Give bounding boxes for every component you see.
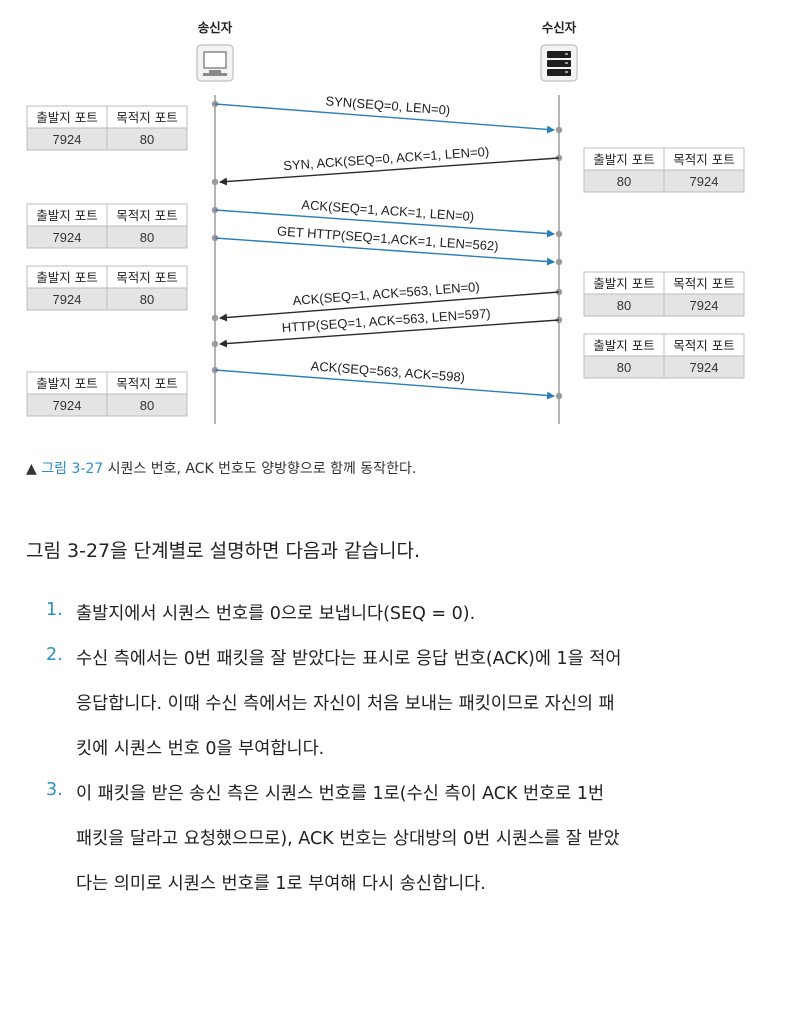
- destination-port-header: 목적지 포트: [116, 110, 177, 125]
- source-port-header: 출발지 포트: [593, 152, 654, 167]
- message-arrow: [214, 369, 555, 400]
- step-text-line: 킷에 시퀀스 번호 0을 부여합니다.: [76, 739, 325, 759]
- message-arrow: [214, 103, 555, 134]
- destination-port-header: 목적지 포트: [116, 376, 177, 391]
- message-end-dot: [555, 126, 563, 134]
- message-arrow: [214, 237, 555, 266]
- destination-port-header: 목적지 포트: [673, 338, 734, 353]
- source-port-value: 80: [617, 360, 631, 375]
- message-group: SYN(SEQ=0, LEN=0)SYN, ACK(SEQ=0, ACK=1, …: [211, 93, 563, 400]
- figure-number: 그림 3-27: [41, 461, 104, 477]
- computer-icon: [196, 44, 234, 82]
- port-table: 출발지 포트 목적지 포트 80 7924: [583, 271, 745, 317]
- message-end-dot: [211, 314, 219, 322]
- message-label: ACK(SEQ=1, ACK=1, LEN=0): [301, 197, 475, 224]
- step-number: 3.: [46, 780, 63, 800]
- source-port-value: 80: [617, 298, 631, 313]
- port-table: 출발지 포트 목적지 포트 7924 80: [26, 265, 188, 311]
- tcp-sequence-diagram: 송신자 수신자 SYN(SEQ=0, LEN=0)SYN, ACK(SEQ=0,…: [26, 20, 745, 424]
- message-label: SYN, ACK(SEQ=0, ACK=1, LEN=0): [283, 144, 490, 173]
- step-text-line: 다는 의미로 시퀀스 번호를 1로 부여해 다시 송신합니다.: [76, 874, 486, 894]
- destination-port-value: 80: [140, 292, 154, 307]
- message-end-dot: [555, 258, 563, 266]
- destination-port-header: 목적지 포트: [116, 270, 177, 285]
- message-arrow: [219, 319, 560, 348]
- destination-port-header: 목적지 포트: [673, 276, 734, 291]
- step-text-line: 수신 측에서는 0번 패킷을 잘 받았다는 표시로 응답 번호(ACK)에 1을…: [76, 649, 622, 669]
- destination-port-value: 7924: [690, 360, 719, 375]
- destination-port-value: 80: [140, 230, 154, 245]
- source-port-header: 출발지 포트: [593, 276, 654, 291]
- message-end-dot: [555, 230, 563, 238]
- port-table: 출발지 포트 목적지 포트 80 7924: [583, 333, 745, 379]
- source-port-value: 7924: [53, 230, 82, 245]
- port-table: 출발지 포트 목적지 포트 7924 80: [26, 203, 188, 249]
- source-port-value: 7924: [53, 132, 82, 147]
- step-text-line: 이 패킷을 받은 송신 측은 시퀀스 번호를 1로(수신 측이 ACK 번호로 …: [76, 784, 605, 804]
- message-end-dot: [555, 392, 563, 400]
- message-label: ACK(SEQ=1, ACK=563, LEN=0): [292, 279, 480, 308]
- message-arrow: [214, 209, 555, 238]
- message-arrow: [219, 157, 560, 186]
- port-table: 출발지 포트 목적지 포트 80 7924: [583, 147, 745, 193]
- source-port-header: 출발지 포트: [36, 110, 97, 125]
- message-label: ACK(SEQ=563, ACK=598): [310, 358, 465, 385]
- destination-port-header: 목적지 포트: [116, 208, 177, 223]
- server-icon: [540, 44, 578, 82]
- source-port-header: 출발지 포트: [36, 208, 97, 223]
- source-port-value: 7924: [53, 292, 82, 307]
- destination-port-value: 7924: [690, 174, 719, 189]
- message-end-dot: [211, 178, 219, 186]
- source-port-header: 출발지 포트: [593, 338, 654, 353]
- intro-paragraph: 그림 3-27을 단계별로 설명하면 다음과 같습니다.: [26, 540, 420, 562]
- destination-port-value: 80: [140, 398, 154, 413]
- source-port-header: 출발지 포트: [36, 376, 97, 391]
- destination-port-value: 7924: [690, 298, 719, 313]
- step-text-line: 응답합니다. 이때 수신 측에서는 자신이 처음 보내는 패킷이므로 자신의 패: [76, 694, 615, 714]
- destination-port-value: 80: [140, 132, 154, 147]
- receiver-label: 수신자: [542, 20, 577, 35]
- sender-label: 송신자: [198, 20, 233, 35]
- figure-caption: ▲ 그림 3-27 시퀀스 번호, ACK 번호도 양방향으로 함께 동작한다.: [26, 458, 416, 478]
- step-number: 1.: [46, 600, 63, 620]
- step-text-line: 패킷을 달라고 요청했으므로), ACK 번호는 상대방의 0번 시퀀스를 잘 …: [76, 829, 620, 849]
- source-port-value: 7924: [53, 398, 82, 413]
- source-port-value: 80: [617, 174, 631, 189]
- source-port-header: 출발지 포트: [36, 270, 97, 285]
- step-number: 2.: [46, 645, 63, 665]
- message-end-dot: [211, 340, 219, 348]
- port-table: 출발지 포트 목적지 포트 7924 80: [26, 371, 188, 417]
- port-table: 출발지 포트 목적지 포트 7924 80: [26, 105, 188, 151]
- triangle-icon: ▲: [26, 461, 37, 477]
- message-arrow: [219, 291, 560, 322]
- step-text-line: 출발지에서 시퀀스 번호를 0으로 보냅니다(SEQ = 0).: [76, 604, 476, 624]
- caption-text: 시퀀스 번호, ACK 번호도 양방향으로 함께 동작한다.: [103, 461, 417, 477]
- destination-port-header: 목적지 포트: [673, 152, 734, 167]
